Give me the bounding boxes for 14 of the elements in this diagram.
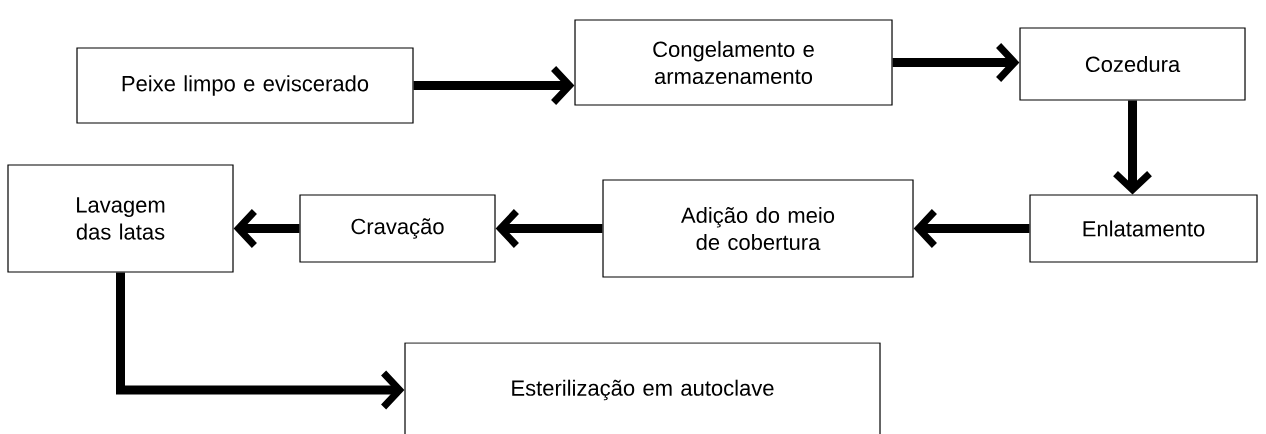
process-box: Adição do meio de cobertura [602, 179, 914, 278]
arrow [413, 66, 575, 105]
arrow [116, 272, 405, 410]
arrow [892, 43, 1020, 82]
arrow [1113, 100, 1152, 195]
arrow [913, 209, 1030, 248]
process-box: Congelamento e armazenamento [574, 19, 893, 106]
arrow [495, 209, 603, 248]
process-box: Enlatamento [1029, 194, 1258, 263]
process-box: Cozedura [1019, 27, 1246, 101]
process-box: Lavagem das latas [7, 164, 234, 273]
process-box: Esterilização em autoclave [404, 342, 881, 434]
process-box: Cravação [299, 194, 496, 263]
process-box: Peixe limpo e eviscerado [76, 47, 414, 124]
